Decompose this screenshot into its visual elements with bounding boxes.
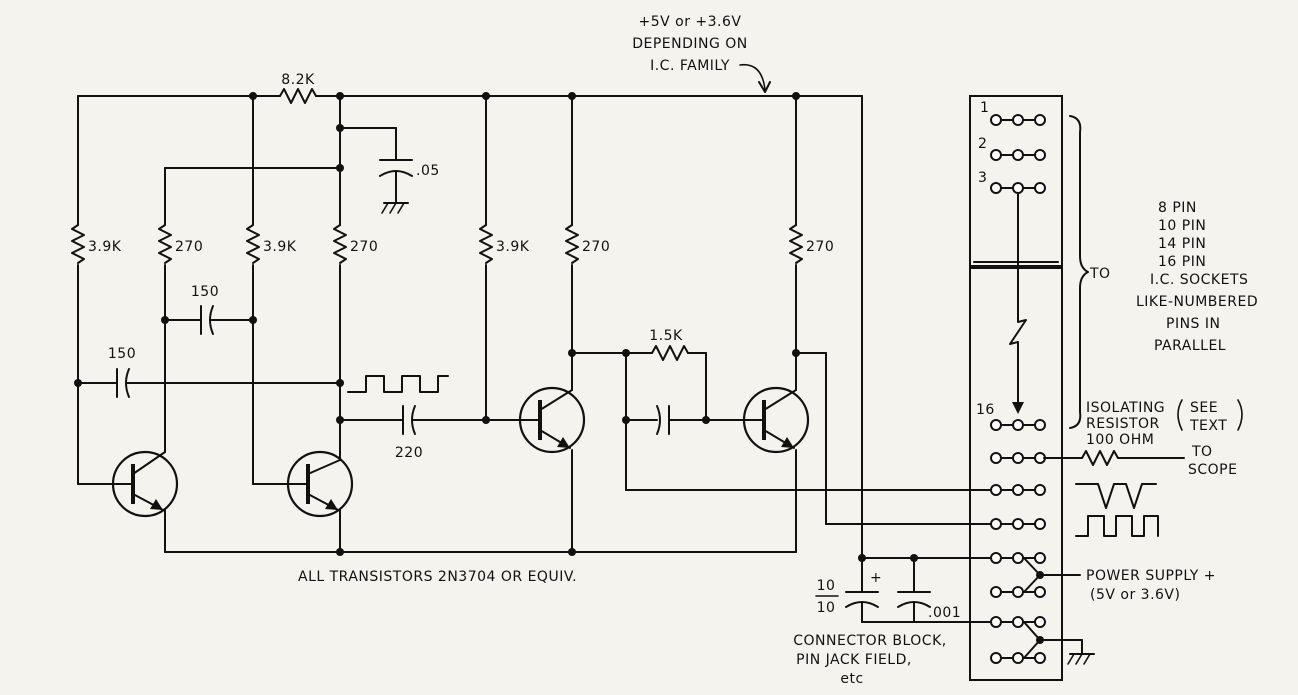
resistor-label-r4: 270	[350, 239, 378, 255]
socket-type-10: 10 PIN	[1158, 218, 1206, 234]
jack-row-power-a[interactable]	[990, 552, 1046, 564]
supply-pointer-arrow	[739, 63, 766, 91]
capacitor-label-c1: 150	[191, 284, 219, 300]
square-wave-symbol	[347, 375, 449, 393]
isolating-note-line2: TEXT	[1189, 418, 1227, 434]
resistor-label-r1: 3.9K	[88, 239, 122, 255]
socket-desc-line2: LIKE-NUMBERED	[1136, 294, 1258, 310]
power-bus-tie	[1023, 557, 1081, 593]
socket-type-16: 16 PIN	[1158, 254, 1206, 270]
jack-row-ground-b[interactable]	[990, 652, 1046, 664]
power-supply-voltage: (5V or 3.6V)	[1090, 587, 1180, 603]
scope-label-line1: TO	[1191, 444, 1213, 460]
resistor-label-r2: 270	[175, 239, 203, 255]
socket-desc-line3: PINS IN	[1166, 316, 1220, 332]
socket-pin-16: 16	[976, 402, 995, 418]
resistor-label-r7: 270	[806, 239, 834, 255]
socket-type-14: 14 PIN	[1158, 236, 1206, 252]
supply-pointer-arrowhead	[758, 81, 771, 93]
supply-label-line2: DEPENDING ON	[632, 36, 748, 52]
resistor-label-1k5: 1.5K	[649, 328, 683, 344]
see-text-paren-left	[1177, 399, 1183, 431]
resistor-label-r3: 3.9K	[263, 239, 297, 255]
resistor-label-r6: 270	[582, 239, 610, 255]
socket-desc-line4: PARALLEL	[1154, 338, 1226, 354]
isolating-label-value: 100 OHM	[1086, 432, 1154, 448]
socket-type-8: 8 PIN	[1158, 200, 1197, 216]
jack-row-3[interactable]	[990, 182, 1046, 194]
transistor-q1	[77, 450, 179, 518]
jack-row-output-a[interactable]	[990, 484, 1046, 496]
supply-label-line1: +5V or +3.6V	[638, 14, 741, 30]
cap-polarity: +	[870, 570, 882, 586]
isolating-resistor	[1043, 450, 1185, 466]
jack-row-output-b[interactable]	[990, 518, 1046, 530]
resistor-label-8k2: 8.2K	[281, 72, 315, 88]
capacitor-label-c2: 150	[108, 346, 136, 362]
socket-to-label: TO	[1089, 266, 1111, 282]
continuation-arrowhead	[1012, 402, 1024, 414]
transistor-q2	[252, 450, 354, 518]
socket-panel	[969, 95, 1063, 681]
socket-pin-1: 1	[980, 100, 989, 116]
isolating-label-line1: ISOLATING	[1086, 400, 1165, 416]
vertical-resistors	[71, 224, 803, 264]
transistor-q4	[705, 264, 810, 454]
jack-row-scope[interactable]	[990, 452, 1046, 464]
socket-brace	[1069, 115, 1089, 429]
jack-row-power-b[interactable]	[990, 586, 1046, 598]
transistor-q3	[518, 264, 586, 454]
see-text-paren-right	[1237, 399, 1243, 431]
isolating-label-line2: RESISTOR	[1086, 416, 1160, 432]
resistor-label-r5: 3.9K	[496, 239, 530, 255]
connector-label-line1: CONNECTOR BLOCK,	[793, 633, 946, 649]
jack-row-16[interactable]	[990, 419, 1046, 431]
supply-rail	[77, 88, 863, 559]
power-supply-label: POWER SUPPLY +	[1086, 568, 1216, 584]
bypass-capacitor	[336, 124, 413, 214]
multivibrator-wiring	[74, 164, 797, 556]
socket-pin-3: 3	[978, 170, 987, 186]
jack-row-1[interactable]	[990, 114, 1046, 126]
ground-bus-tie	[1023, 621, 1095, 665]
continuation-break-line	[1009, 193, 1027, 411]
transistors-note: ALL TRANSISTORS 2N3704 OR EQUIV.	[298, 569, 577, 585]
negative-pulse-symbol	[1075, 483, 1157, 509]
square-wave-output-symbol	[1075, 515, 1159, 537]
supply-label-line3: I.C. FAMILY	[650, 58, 730, 74]
socket-pin-2: 2	[978, 136, 987, 152]
feedback-network	[568, 345, 710, 491]
cap-label-001: .001	[928, 605, 961, 621]
cap-label-10b: 10	[817, 600, 836, 616]
output-leads	[625, 349, 993, 525]
capacitor-label-220: 220	[395, 445, 423, 461]
connector-label-line2: PIN JACK FIELD,	[796, 652, 912, 668]
connector-label-line3: etc	[840, 671, 863, 687]
jack-row-2[interactable]	[990, 149, 1046, 161]
scope-label-line2: SCOPE	[1188, 462, 1237, 478]
socket-desc-line1: I.C. SOCKETS	[1150, 272, 1248, 288]
cap-label-10a: 10	[817, 578, 836, 594]
isolating-note-line1: SEE	[1190, 400, 1218, 416]
jack-row-ground-a[interactable]	[990, 616, 1046, 628]
capacitor-label-05: .05	[416, 163, 440, 179]
